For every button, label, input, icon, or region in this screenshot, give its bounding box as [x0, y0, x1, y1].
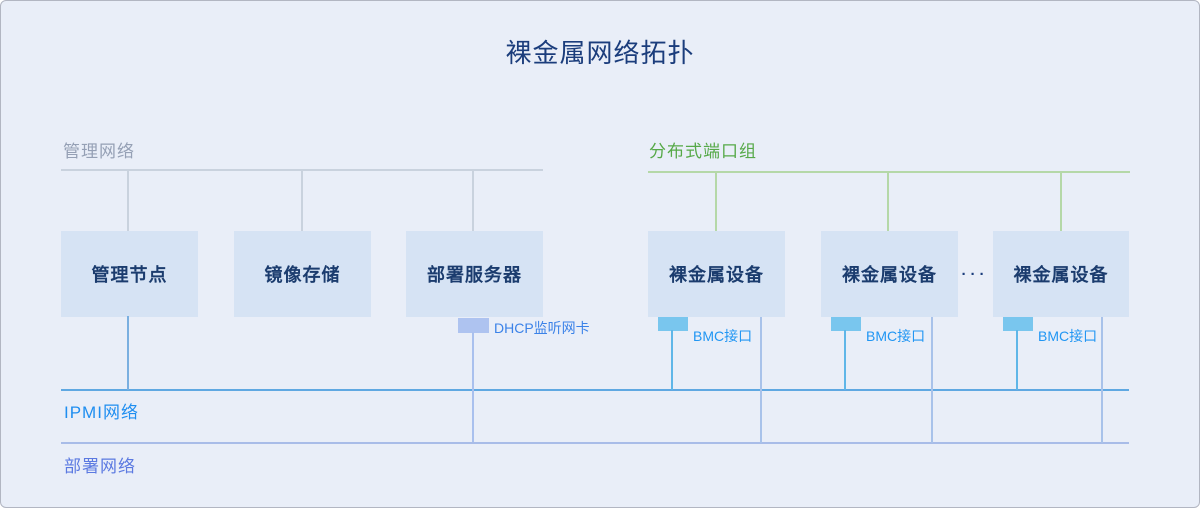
connector-dpg-to-bare-metal-2 — [887, 171, 889, 231]
ipmi-network-line — [61, 389, 1129, 391]
connector-bare-metal-1-to-deployment — [760, 317, 762, 443]
connector-bmc1-to-ipmi — [671, 330, 673, 390]
connector-dpg-to-bare-metal-3 — [1060, 171, 1062, 231]
distributed-port-group-label: 分布式端口组 — [649, 142, 757, 161]
connector-bare-metal-2-to-deployment — [931, 317, 933, 443]
node-bare-metal-2: 裸金属设备 — [821, 231, 958, 317]
connector-mgmt-to-management-node — [127, 169, 129, 231]
connector-mgmt-to-deployment-server — [472, 169, 474, 231]
ipmi-network-label: IPMI网络 — [64, 403, 139, 422]
connector-bare-metal-3-to-deployment — [1101, 317, 1103, 443]
more-devices-ellipsis: ··· — [961, 265, 989, 283]
diagram-title: 裸金属网络拓扑 — [505, 38, 695, 68]
connector-bmc3-to-ipmi — [1016, 330, 1018, 390]
deployment-network-label: 部署网络 — [64, 457, 136, 476]
deployment-network-line — [61, 442, 1129, 444]
node-bare-metal-3: 裸金属设备 — [993, 231, 1129, 317]
node-bare-metal-1: 裸金属设备 — [648, 231, 785, 317]
connector-bmc2-to-ipmi — [844, 330, 846, 390]
connector-mgmt-to-image-storage — [301, 169, 303, 231]
distributed-port-group-line — [648, 171, 1130, 173]
node-management-node: 管理节点 — [61, 231, 198, 317]
bmc-label-2: BMC接口 — [866, 328, 926, 344]
connector-management-node-to-ipmi — [127, 316, 129, 390]
node-deployment-server: 部署服务器 — [406, 231, 543, 317]
dhcp-nic-label: DHCP监听网卡 — [494, 320, 590, 336]
dhcp-nic-port — [458, 318, 489, 333]
connector-dpg-to-bare-metal-1 — [715, 171, 717, 231]
bmc-label-1: BMC接口 — [693, 328, 753, 344]
bmc-port-2 — [831, 317, 861, 331]
connector-dhcp-nic-to-deployment — [472, 332, 474, 442]
bmc-port-3 — [1003, 317, 1033, 331]
node-image-storage: 镜像存储 — [234, 231, 371, 317]
management-network-label: 管理网络 — [63, 142, 135, 161]
bmc-label-3: BMC接口 — [1038, 328, 1098, 344]
bmc-port-1 — [658, 317, 688, 331]
